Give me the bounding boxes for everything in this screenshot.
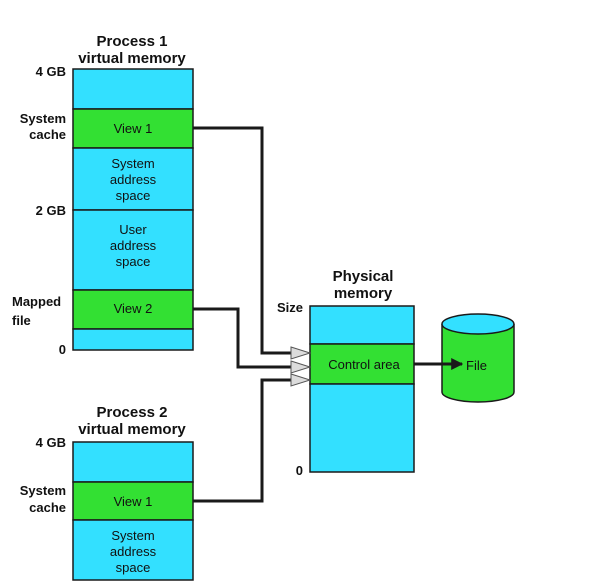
process1-group: Process 1 virtual memory View 1 System a…: [12, 33, 194, 357]
process2-top-segment: [72, 441, 194, 483]
physical-0-label: 0: [296, 463, 303, 478]
arrowhead-p2-view1: [290, 373, 312, 387]
physical-title-line1: Physical: [333, 268, 394, 285]
process2-title-line2: virtual memory: [78, 421, 186, 438]
process1-mapped-file-label-line2: file: [12, 313, 31, 328]
process2-4gb-label: 4 GB: [36, 435, 66, 450]
physical-title-line2: memory: [334, 285, 393, 302]
process1-user-space-line3: space: [116, 254, 151, 269]
process1-system-space-line2: address: [110, 172, 157, 187]
process2-system-space-line1: System: [111, 528, 154, 543]
process2-system-space-line3: space: [116, 560, 151, 575]
process1-system-space-line1: System: [111, 156, 154, 171]
process1-user-space-line1: User: [119, 222, 147, 237]
process1-system-space-line3: space: [116, 188, 151, 203]
physical-bottom-segment: [309, 383, 415, 473]
process1-view2-label: View 2: [114, 301, 153, 316]
connector-p1-view1-to-control-area: [193, 126, 300, 355]
process2-view1-label: View 1: [114, 494, 153, 509]
physical-memory-group: Physical memory Control area Size 0: [277, 268, 415, 478]
file-cylinder-top: [441, 313, 515, 335]
process2-system-space-line2: address: [110, 544, 157, 559]
process1-top-segment: [72, 68, 194, 110]
process1-title-line1: Process 1: [97, 33, 168, 50]
file-cylinder-body: [441, 324, 515, 403]
process1-bottom-segment: [72, 328, 194, 351]
physical-top-segment: [309, 305, 415, 345]
process1-title-line2: virtual memory: [78, 50, 186, 67]
process1-view1-label: View 1: [114, 121, 153, 136]
file-cylinder: File: [441, 313, 515, 403]
file-label: File: [466, 358, 487, 373]
process2-title-line1: Process 2: [97, 404, 168, 421]
process1-system-space-segment: [72, 147, 194, 211]
process1-system-cache-label-line2: cache: [29, 127, 66, 142]
process1-2gb-label: 2 GB: [36, 203, 66, 218]
process2-group: Process 2 virtual memory View 1 System a…: [20, 404, 194, 581]
process1-user-space-line2: address: [110, 238, 157, 253]
process1-user-space-segment: [72, 209, 194, 291]
arrowhead-p1-view2: [290, 360, 312, 374]
process1-mapped-file-label-line1: Mapped: [12, 294, 61, 309]
process1-system-cache-label-line1: System: [20, 111, 66, 126]
process1-0-label: 0: [59, 342, 66, 357]
process2-system-cache-label-line2: cache: [29, 500, 66, 515]
process2-system-space-segment: [72, 519, 194, 581]
connector-p2-view1-to-control-area: [193, 378, 300, 503]
control-area-label: Control area: [328, 357, 400, 372]
process2-system-cache-label-line1: System: [20, 483, 66, 498]
connector-p1-view2-to-control-area: [193, 307, 300, 369]
physical-size-label: Size: [277, 300, 303, 315]
process1-4gb-label: 4 GB: [36, 64, 66, 79]
process1-view1-segment: [72, 108, 194, 149]
connectors: [193, 126, 464, 503]
arrowhead-p1-view1: [290, 346, 312, 360]
